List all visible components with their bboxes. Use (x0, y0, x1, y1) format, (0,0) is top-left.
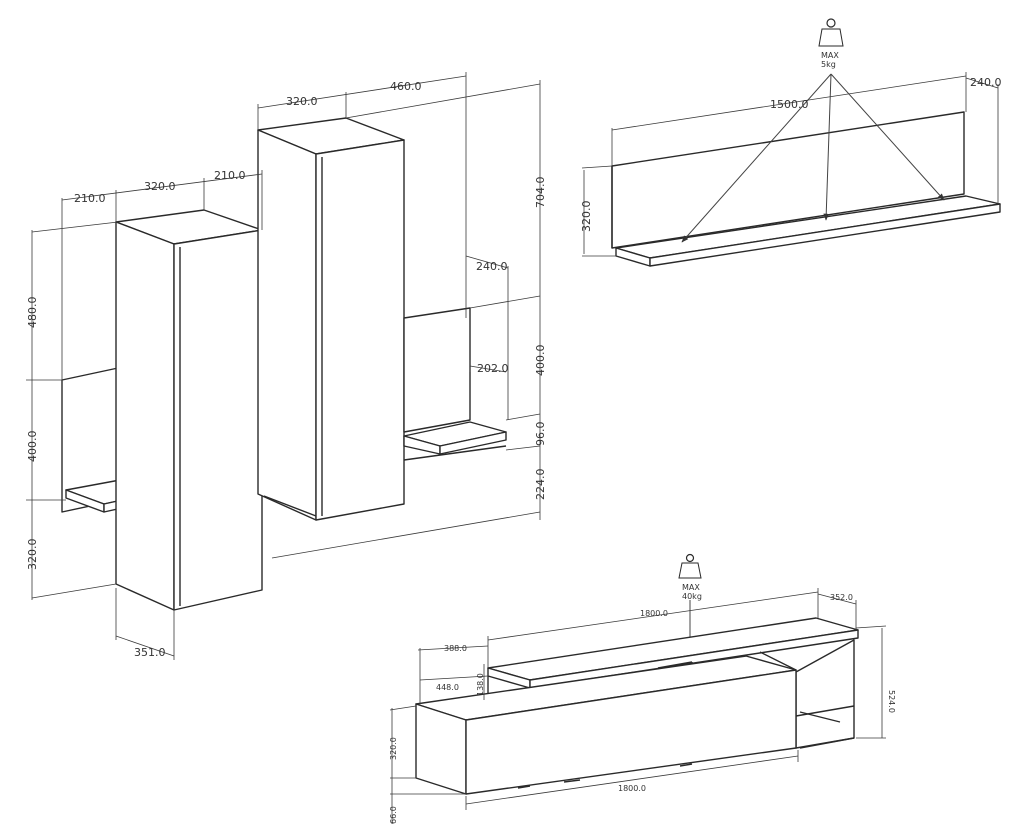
shelf-max-load: 5kg (821, 60, 836, 69)
shelf-width-dim: 1500.0 (770, 98, 809, 111)
tv-stand: MAX 40kg (389, 553, 896, 824)
dim-right-height-4: 224.0 (534, 469, 547, 501)
dim-tall-width-2: 460.0 (390, 80, 422, 93)
left-tall-cabinet (115, 209, 263, 611)
tv-total-width-dim: 1800.0 (640, 609, 668, 618)
tv-weight-icon (678, 553, 702, 579)
tv-drawer-height-dim: 320.0 (389, 737, 398, 760)
dim-tall-width-1: 320.0 (286, 95, 318, 108)
shelf-depth-dim: 240.0 (970, 76, 1002, 89)
wall-shelf: MAX 5kg 1500.0 240.0 320.0 (580, 18, 1002, 267)
tv-depth-dim: 352.0 (830, 593, 853, 602)
dim-left-width-1: 210.0 (74, 192, 106, 205)
dim-right-height-2: 400.0 (534, 345, 547, 377)
shelf-max-label: MAX (821, 51, 839, 60)
tv-side-depth-dim: 448.0 (436, 683, 459, 692)
weight-icon (818, 18, 844, 47)
dim-left-width-2: 320.0 (144, 180, 176, 193)
tv-max-label: MAX (682, 583, 700, 592)
tv-top-unit-width-dim: 388.0 (444, 644, 467, 653)
dim-right-height-3: 96.0 (534, 422, 547, 447)
dim-shelf-depth-2: 202.0 (477, 362, 509, 375)
tv-bottom-width-dim: 1800.0 (618, 784, 646, 793)
tv-height-dim: 524.0 (887, 690, 896, 713)
tv-foot-height-dim: 66.0 (389, 806, 398, 824)
right-tall-cabinet (257, 117, 405, 521)
dim-left-height-3: 320.0 (26, 539, 39, 571)
dim-shelf-depth: 240.0 (476, 260, 508, 273)
dim-left-height-1: 480.0 (26, 297, 39, 329)
wall-unit-dimension-lines (26, 72, 541, 660)
dim-right-height-1: 704.0 (534, 177, 547, 209)
left-floating-shelf (61, 367, 159, 513)
dim-left-width-3: 210.0 (214, 169, 246, 182)
dim-left-height-2: 400.0 (26, 431, 39, 463)
shelf-height-dim: 320.0 (580, 201, 593, 233)
tv-top-unit-height-dim: 138.0 (476, 673, 485, 696)
wall-unit-set: 210.0 320.0 210.0 320.0 460.0 480.0 400.… (26, 72, 547, 660)
dim-bottom-depth: 351.0 (134, 646, 166, 659)
tv-max-load: 40kg (682, 592, 702, 601)
right-floating-shelf (403, 307, 507, 461)
